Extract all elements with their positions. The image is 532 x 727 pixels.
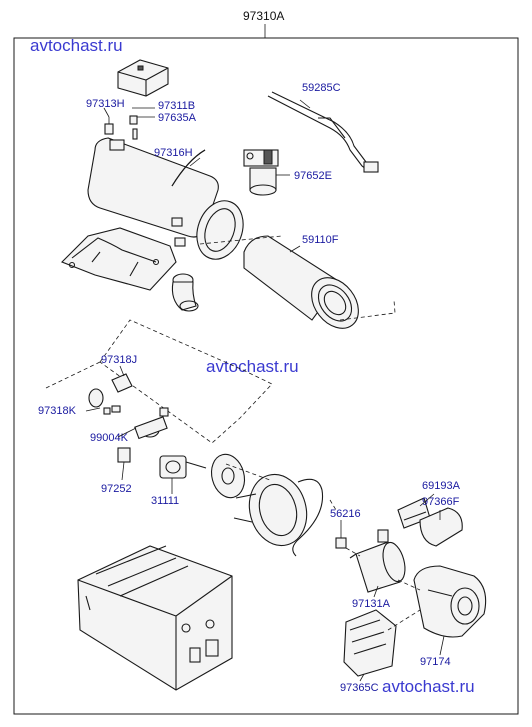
clamp-56216-part bbox=[335, 520, 347, 549]
label-97365c: 97365C bbox=[340, 682, 379, 694]
label-97313h: 97313H bbox=[86, 98, 125, 110]
pipe-59285c-part bbox=[267, 91, 379, 173]
cap-97366f-part bbox=[419, 507, 463, 547]
fan-motor-97131a-part bbox=[349, 529, 406, 593]
label-97252: 97252 bbox=[101, 483, 132, 495]
label-99004k: 99004K bbox=[90, 432, 129, 444]
elbow-duct-part bbox=[171, 273, 199, 312]
watermark-top: avtochast.ru bbox=[30, 36, 123, 55]
label-97316h: 97316H bbox=[154, 147, 193, 159]
assembly-label: 97310A bbox=[243, 9, 284, 23]
label-59285c: 59285C bbox=[302, 82, 341, 94]
burner-small-parts bbox=[88, 373, 169, 463]
fuel-tank-part bbox=[87, 137, 244, 260]
cap-block-part bbox=[117, 59, 169, 97]
label-97131a: 97131A bbox=[352, 598, 391, 610]
label-97174: 97174 bbox=[420, 656, 451, 668]
heater-body-part bbox=[77, 545, 233, 691]
filter-97652e-part bbox=[243, 149, 279, 196]
label-97318k: 97318K bbox=[38, 405, 77, 417]
label-97635a: 97635A bbox=[158, 112, 197, 124]
watermark-bottom: avtochast.ru bbox=[382, 677, 475, 696]
fan-housing-97174-part bbox=[413, 565, 487, 638]
label-97366f: 97366F bbox=[422, 496, 460, 508]
label-97311b: 97311B bbox=[158, 100, 195, 112]
label-31111: 31111 bbox=[151, 495, 179, 507]
label-59110f: 59110F bbox=[302, 234, 339, 246]
watermark-middle: avtochast.ru bbox=[206, 357, 299, 376]
muffler-59110f-part bbox=[243, 235, 359, 329]
label-69193a: 69193A bbox=[422, 480, 461, 492]
label-97652e: 97652E bbox=[294, 170, 332, 182]
combustion-chamber-part bbox=[233, 473, 324, 557]
label-97318j: 97318J bbox=[101, 354, 137, 366]
control-unit-97365c-part bbox=[343, 609, 397, 677]
label-56216: 56216 bbox=[330, 508, 361, 520]
tank-bracket-part bbox=[61, 227, 177, 291]
igniter-31111-part bbox=[159, 455, 207, 479]
diagram-frame bbox=[13, 37, 519, 715]
flange-disc-part bbox=[210, 453, 246, 499]
